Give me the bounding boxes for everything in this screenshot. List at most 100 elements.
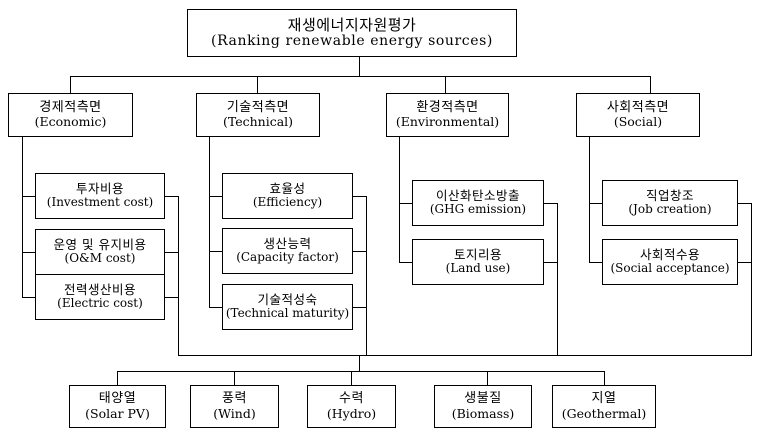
criterion-box-job-creation[interactable]: 직업창조 (Job creation) [602, 180, 738, 226]
connector-economic-spine [22, 137, 23, 297]
criterion-label-ko-om-cost: 운영 및 유지비용 [53, 237, 147, 253]
source-label-en-hydro: (Hydro) [326, 405, 377, 421]
connector-environmental-stub-2 [399, 262, 413, 263]
criterion-label-ko-land-use: 토지리용 [453, 247, 502, 263]
connector-economic-collect-2 [164, 252, 179, 253]
connector-pillar-drop-social [650, 76, 651, 93]
connector-pillar-drop-economic [70, 76, 71, 93]
connector-technical-collect-3 [352, 307, 367, 308]
criterion-label-en-capacity-factor: (Capacity factor) [236, 250, 339, 265]
pillar-box-social[interactable]: 사회적측면 (Social) [576, 93, 700, 137]
source-label-en-wind: (Wind) [213, 405, 256, 421]
pillar-box-technical[interactable]: 기술적측면 (Technical) [196, 93, 320, 137]
pillar-label-en-economic: (Economic) [34, 114, 107, 130]
criterion-box-efficiency[interactable]: 효율성 (Efficiency) [222, 173, 353, 219]
connector-social-collector [751, 203, 752, 355]
criterion-box-technical-maturity[interactable]: 기술적성숙 (Technical maturity) [222, 284, 353, 330]
pillar-label-en-environmental: (Environmental) [395, 114, 500, 130]
criterion-label-ko-investment-cost: 투자비용 [75, 181, 124, 197]
pillar-box-economic[interactable]: 경제적측면 (Economic) [8, 93, 133, 137]
connector-source-drop-wind [234, 371, 235, 385]
connector-technical-stub-2 [209, 251, 223, 252]
pillar-label-en-technical: (Technical) [222, 114, 294, 130]
source-label-ko-hydro: 수력 [339, 391, 364, 407]
source-label-en-geothermal: (Geothermal) [561, 405, 647, 421]
criterion-box-om-cost[interactable]: 운영 및 유지비용 (O&M cost) [35, 229, 165, 275]
criterion-label-en-electric-cost: (Electric cost) [57, 296, 143, 311]
connector-source-bus [117, 371, 604, 372]
connector-pillar-drop-environmental [445, 76, 446, 93]
connector-source-drop-hydro [351, 371, 352, 385]
connector-economic-stub-1 [22, 196, 36, 197]
source-box-wind[interactable]: 풍력 (Wind) [190, 385, 279, 428]
source-label-ko-wind: 풍력 [222, 391, 247, 407]
criterion-box-capacity-factor[interactable]: 생산능력 (Capacity factor) [222, 228, 353, 274]
connector-source-drop-geothermal [604, 371, 605, 385]
criterion-box-electric-cost[interactable]: 전력생산비용 (Electric cost) [35, 274, 165, 320]
connector-technical-stub-1 [209, 196, 223, 197]
connector-technical-collect-2 [352, 251, 367, 252]
connector-economic-collector [178, 196, 179, 355]
connector-environmental-collector [557, 203, 558, 355]
pillar-label-ko-environmental: 환경적측면 [416, 99, 479, 115]
source-label-ko-solar-pv: 태양열 [98, 391, 137, 407]
connector-social-collect-1 [737, 203, 752, 204]
connector-pillar-drop-technical [257, 76, 258, 93]
criterion-label-en-efficiency: (Efficiency) [252, 195, 323, 210]
root-box[interactable]: 재생에너지자원평가 (Ranking renewable energy sour… [187, 9, 517, 57]
connector-economic-stub-3 [22, 297, 36, 298]
criterion-label-ko-ghg-emission: 이산화탄소방출 [435, 188, 520, 204]
connector-economic-collect-1 [164, 196, 179, 197]
connector-pillar-bus [70, 76, 650, 77]
connector-environmental-stub-1 [399, 203, 413, 204]
connector-economic-collect-3 [164, 297, 179, 298]
criterion-box-social-acceptance[interactable]: 사회적수용 (Social acceptance) [602, 239, 738, 285]
criterion-label-ko-capacity-factor: 생산능력 [263, 236, 312, 252]
pillar-label-en-social: (Social) [613, 114, 663, 130]
connector-source-drop-solar [117, 371, 118, 385]
criterion-label-ko-technical-maturity: 기술적성숙 [257, 292, 318, 308]
connector-social-stub-2 [589, 262, 603, 263]
source-label-en-solar-pv: (Solar PV) [85, 405, 150, 421]
connector-center-drop [359, 355, 360, 371]
source-label-ko-geothermal: 지열 [591, 391, 617, 407]
connector-technical-stub-3 [209, 307, 223, 308]
pillar-box-environmental[interactable]: 환경적측면 (Environmental) [386, 93, 509, 137]
source-label-en-biomass: (Biomass) [451, 405, 515, 421]
criterion-box-land-use[interactable]: 토지리용 (Land use) [412, 239, 544, 285]
connector-social-spine [589, 137, 590, 263]
source-label-ko-biomass: 생불질 [464, 391, 502, 407]
criterion-label-en-investment-cost: (Investment cost) [46, 195, 154, 210]
pillar-label-ko-social: 사회적측면 [606, 99, 670, 115]
criterion-label-en-ghg-emission: (GHG emission) [429, 202, 527, 217]
criterion-label-en-land-use: (Land use) [445, 261, 511, 276]
source-box-biomass[interactable]: 생불질 (Biomass) [434, 385, 532, 428]
criterion-label-ko-social-acceptance: 사회적수용 [639, 247, 700, 263]
connector-environmental-collect-1 [543, 203, 558, 204]
criterion-box-investment-cost[interactable]: 투자비용 (Investment cost) [35, 173, 165, 219]
source-box-hydro[interactable]: 수력 (Hydro) [307, 385, 396, 428]
connector-environmental-collect-2 [543, 262, 558, 263]
connector-social-collect-2 [737, 262, 752, 263]
connector-root-drop [359, 57, 360, 76]
criterion-label-en-om-cost: (O&M cost) [64, 251, 136, 266]
connector-social-stub-1 [589, 203, 603, 204]
criterion-box-ghg-emission[interactable]: 이산화탄소방출 (GHG emission) [412, 180, 544, 226]
connector-technical-collect-1 [352, 196, 367, 197]
criterion-label-ko-job-creation: 직업창조 [645, 188, 694, 204]
connector-source-drop-biomass [487, 371, 488, 385]
connector-technical-collector [366, 196, 367, 355]
criterion-label-en-technical-maturity: (Technical maturity) [225, 306, 350, 321]
connector-main-collector-bus [178, 355, 752, 356]
root-label-en: (Ranking renewable energy sources) [211, 32, 493, 49]
source-box-geothermal[interactable]: 지열 (Geothermal) [552, 385, 656, 428]
root-label-ko: 재생에너지자원평가 [287, 15, 417, 34]
pillar-label-ko-economic: 경제적측면 [39, 99, 102, 115]
criterion-label-ko-electric-cost: 전력생산비용 [63, 282, 136, 298]
criterion-label-en-social-acceptance: (Social acceptance) [610, 261, 730, 276]
pillar-label-ko-technical: 기술적측면 [226, 99, 290, 115]
connector-economic-stub-2 [22, 252, 36, 253]
source-box-solar-pv[interactable]: 태양열 (Solar PV) [69, 385, 166, 428]
connector-technical-spine [209, 137, 210, 308]
